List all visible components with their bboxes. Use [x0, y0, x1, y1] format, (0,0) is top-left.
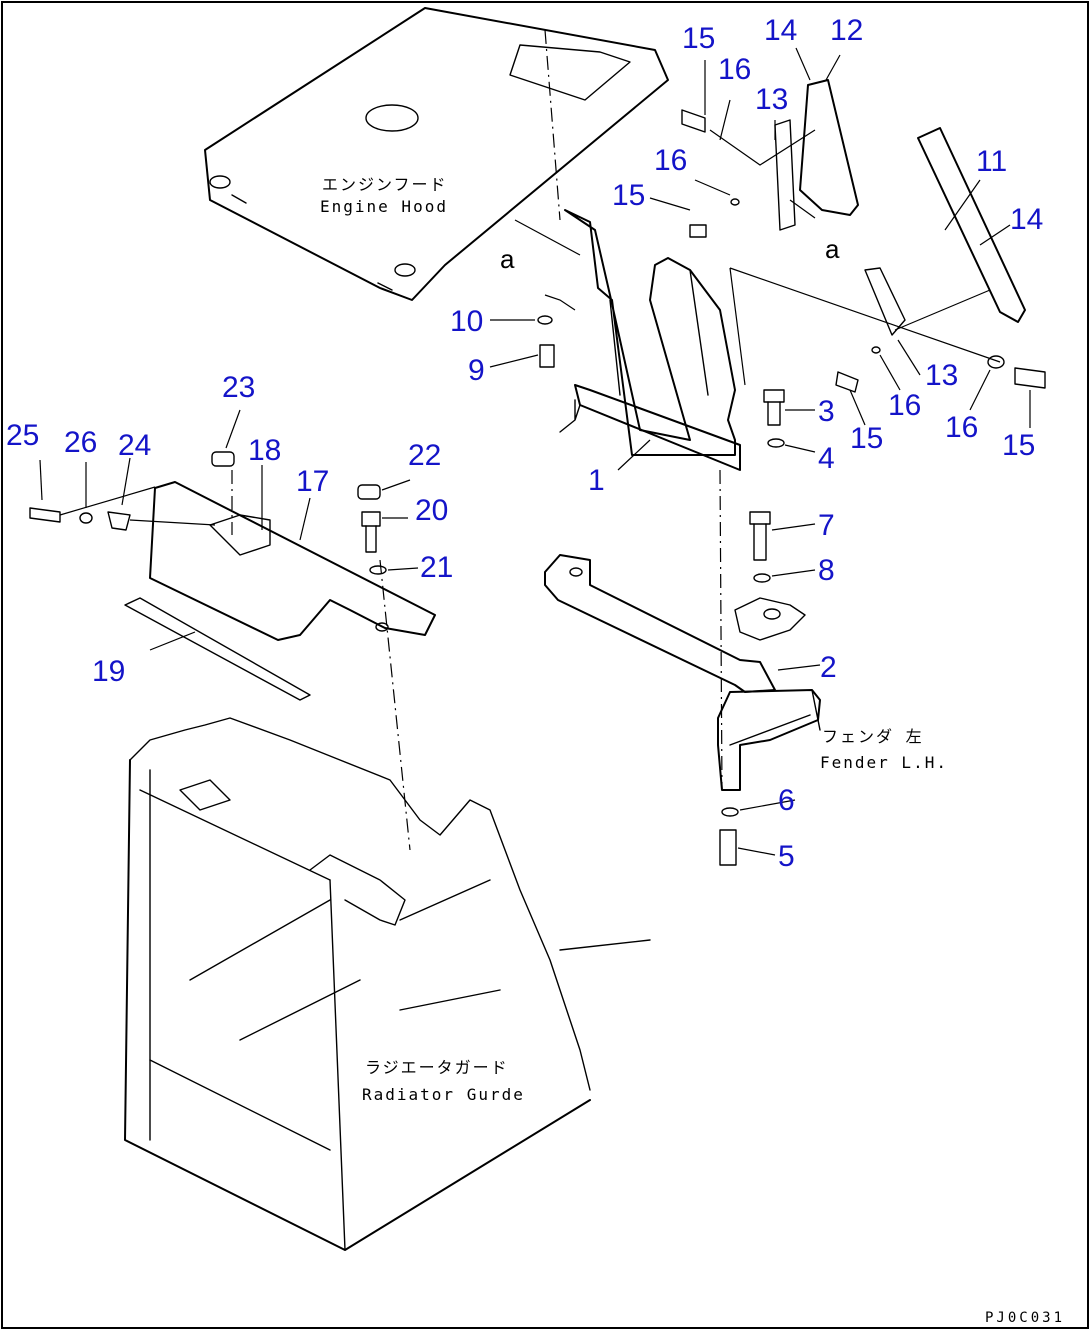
- callout-16a: 16: [718, 53, 751, 86]
- callout-3: 3: [818, 395, 835, 428]
- callout-11: 11: [976, 145, 1007, 178]
- fender-label-en: Fender L.H.: [820, 753, 948, 772]
- callout-15b: 15: [612, 179, 645, 212]
- callout-1: 1: [588, 464, 605, 497]
- radiator-guard-drawing: [124, 717, 651, 1251]
- callout-6: 6: [778, 784, 795, 817]
- fender-label-jp: フェンダ 左: [822, 727, 924, 746]
- callout-4: 4: [818, 442, 835, 475]
- drawing-code: PJ0C031: [985, 1310, 1065, 1326]
- callout-25: 25: [6, 419, 39, 452]
- callout-13a: 13: [755, 83, 788, 116]
- engine-hood-label-jp: エンジンフード: [322, 175, 448, 194]
- callout-10: 10: [450, 305, 483, 338]
- callout-15c: 15: [850, 422, 883, 455]
- callout-13b: 13: [925, 359, 958, 392]
- callout-24: 24: [118, 429, 151, 462]
- callout-17: 17: [296, 465, 329, 498]
- callout-19: 19: [92, 655, 125, 688]
- alignment-lines: [59, 29, 1001, 851]
- callout-18: 18: [248, 434, 281, 467]
- callout-16d: 16: [945, 411, 978, 444]
- callout-22: 22: [408, 439, 441, 472]
- callout-23: 23: [222, 371, 255, 404]
- callout-20: 20: [415, 494, 448, 527]
- callout-2: 2: [820, 651, 837, 684]
- callout-14a: 14: [764, 14, 797, 47]
- callout-26: 26: [64, 426, 97, 459]
- radiator-guard-label-jp: ラジエータガード: [365, 1058, 509, 1077]
- callout-16b: 16: [654, 144, 687, 177]
- engine-hood-label-en: Engine Hood: [320, 197, 448, 216]
- leader-lines: [39, 47, 1031, 856]
- callout-5: 5: [778, 840, 795, 873]
- callout-12: 12: [830, 14, 863, 47]
- fender-drawing: [717, 689, 821, 791]
- callout-8: 8: [818, 554, 835, 587]
- cross-member: [544, 554, 806, 693]
- hinge-plates: [774, 79, 1026, 336]
- callout-16c: 16: [888, 389, 921, 422]
- callout-15a: 15: [682, 22, 715, 55]
- callout-21: 21: [420, 551, 453, 584]
- view-mark-left: a: [500, 244, 515, 274]
- view-mark-right: a: [825, 234, 840, 264]
- engine-hood-drawing: [204, 7, 669, 301]
- callout-15d: 15: [1002, 429, 1035, 462]
- callout-9: 9: [468, 354, 485, 387]
- radiator-guard-label-en: Radiator Gurde: [362, 1085, 525, 1104]
- radiator-cover: [124, 481, 436, 701]
- callout-14b: 14: [1010, 203, 1043, 236]
- callout-7: 7: [818, 509, 835, 542]
- hood-support-bracket: [559, 209, 741, 471]
- fasteners: [29, 109, 1046, 866]
- callout-numbers: 1 2 3 4 5 6 7 8 9 10 11 12 13 13 14 14 1…: [6, 14, 1043, 873]
